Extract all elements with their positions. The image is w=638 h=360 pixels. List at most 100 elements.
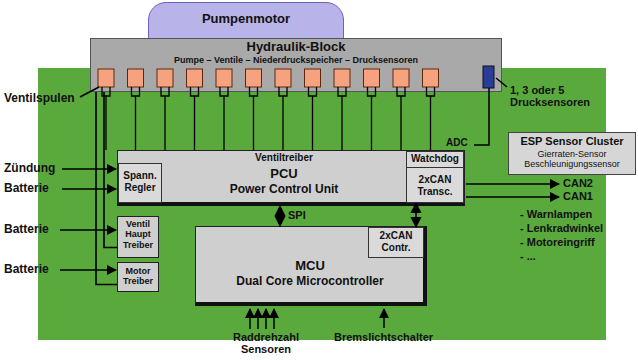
text-holder: Pumpe – Ventile – Niederdruckspeicher – …	[91, 55, 501, 65]
node-text: MCU	[196, 259, 424, 274]
node-text: Spann. Regler	[120, 170, 160, 193]
text-holder: Spann. Regler	[120, 170, 160, 193]
supply-arrow	[62, 168, 116, 170]
text-holder: Power Control Unit	[162, 183, 406, 197]
label-holder: Batterie	[4, 263, 49, 276]
text-holder: Ventiltreiber	[162, 152, 406, 164]
valve-coil	[246, 69, 262, 87]
valve-coil	[275, 69, 291, 87]
valve-coil	[98, 69, 114, 87]
supply-arrow	[249, 309, 251, 329]
supply-arrow	[383, 309, 385, 328]
label-holder: SPI	[286, 209, 308, 222]
text-holder: Ventil Haupt Treiber	[118, 219, 158, 250]
valve-coil	[393, 69, 409, 87]
node-text: PCU	[162, 167, 406, 182]
label-holder: CAN1	[563, 190, 593, 202]
coil-wire	[427, 87, 435, 150]
signal-wire	[80, 78, 507, 145]
signal-wire	[496, 78, 507, 87]
node-text: 2xCAN Transc.	[407, 174, 463, 197]
node-text: ESP Sensor Cluster	[509, 135, 635, 148]
text-holder: Hydraulik-Block	[91, 40, 501, 55]
callout-label: Raddrehzahl Sensoren	[226, 331, 306, 355]
node-text: Gierraten-Sensor Beschleunigungssensor	[509, 149, 635, 170]
callout-label: 1, 3 oder 5 Drucksensoren	[510, 84, 602, 108]
label-holder: ADC	[446, 137, 468, 148]
node-text: Pumpenmotor	[149, 12, 343, 27]
supply-arrow	[60, 269, 116, 271]
connector	[104, 92, 117, 248]
label-holder: - Warnlampen	[520, 208, 592, 220]
signal-wire	[474, 88, 489, 145]
node-text: Hydraulik-Block	[91, 40, 501, 55]
microcontroller: MCUDual Core Microcontroller 2xCAN Contr.	[195, 226, 427, 306]
supply-arrow	[466, 196, 559, 198]
callout-label: ADC	[446, 137, 468, 148]
callout-label: Zündung	[4, 162, 55, 175]
callout-label: Batterie	[4, 223, 49, 236]
node-text: 2xCAN Contr.	[369, 230, 423, 253]
callout-label: CAN1	[563, 190, 593, 202]
can-transceiver: 2xCAN Transc.	[406, 167, 464, 203]
supply-arrow	[257, 309, 259, 329]
text-holder: ESP Sensor Cluster	[509, 135, 635, 148]
label-holder: Raddrehzahl Sensoren	[226, 331, 306, 355]
coil-wire	[161, 87, 169, 150]
label-holder: 1, 3 oder 5 Drucksensoren	[510, 84, 602, 108]
text-holder: MCU	[196, 259, 424, 274]
pressure-sensor	[483, 66, 494, 88]
coil-wire	[338, 87, 346, 150]
sensor-cluster: ESP Sensor ClusterGierraten-Sensor Besch…	[508, 132, 636, 175]
voltage-regulator: Spann. Regler	[118, 163, 162, 203]
pressure-sensor	[483, 66, 494, 88]
coil-wire	[279, 87, 287, 150]
callout-label: - Motoreingriff	[520, 236, 595, 248]
connector	[415, 203, 417, 227]
node-text: Power Control Unit	[162, 183, 406, 197]
text-holder: Dual Core Microcontroller	[196, 275, 424, 289]
valve-coil	[423, 69, 439, 87]
valve-coil	[334, 69, 350, 87]
callout-label: - Warnlampen	[520, 208, 592, 220]
supply-arrow	[62, 188, 116, 190]
text-holder: 2xCAN Contr.	[369, 230, 423, 253]
text-holder: 2xCAN Transc.	[407, 174, 463, 197]
label-holder: Ventilspulen	[4, 92, 75, 105]
coil-wire	[250, 87, 258, 150]
circuit-board	[38, 68, 606, 340]
text-holder: PCU	[162, 167, 406, 182]
node-text: Motor Treiber	[118, 266, 158, 287]
connector	[96, 92, 117, 285]
label-holder: Batterie	[4, 223, 49, 236]
coil-wire	[191, 87, 199, 150]
valve-coil	[157, 69, 173, 87]
supply-arrow	[60, 229, 116, 231]
power-control-unit: VentiltreiberPCUPower Control UnitSpann.…	[117, 150, 465, 206]
valve-coil	[364, 69, 380, 87]
callout-label: - ...	[520, 250, 536, 262]
callout-label: Bremslichtschalter	[334, 331, 433, 343]
callout-label: Batterie	[4, 182, 49, 195]
valve-coil	[128, 69, 144, 87]
label-holder: Bremslichtschalter	[334, 331, 433, 343]
label-holder: - ...	[520, 250, 536, 262]
supply-arrow	[273, 309, 275, 329]
node-text: Dual Core Microcontroller	[196, 275, 424, 289]
label-holder: Batterie	[4, 182, 49, 195]
valve-coil	[98, 69, 439, 150]
callout-label: Ventilspulen	[4, 92, 75, 105]
valve-driver: Ventil Haupt Treiber	[117, 216, 159, 258]
motor-driver: Motor Treiber	[117, 262, 159, 292]
node-text: Pumpe – Ventile – Niederdruckspeicher – …	[91, 55, 501, 65]
node-text: Ventil Haupt Treiber	[118, 219, 158, 250]
valve-coil	[187, 69, 203, 87]
label-holder: Zündung	[4, 162, 55, 175]
valve-coil	[305, 69, 321, 87]
text-holder: Gierraten-Sensor Beschleunigungssensor	[509, 149, 635, 170]
coil-wire	[397, 87, 405, 150]
label-holder: - Motoreingriff	[520, 236, 595, 248]
text-holder: Pumpenmotor	[149, 12, 343, 27]
can-controller: 2xCAN Contr.	[368, 227, 424, 258]
node-text: Watchdog	[407, 153, 463, 165]
